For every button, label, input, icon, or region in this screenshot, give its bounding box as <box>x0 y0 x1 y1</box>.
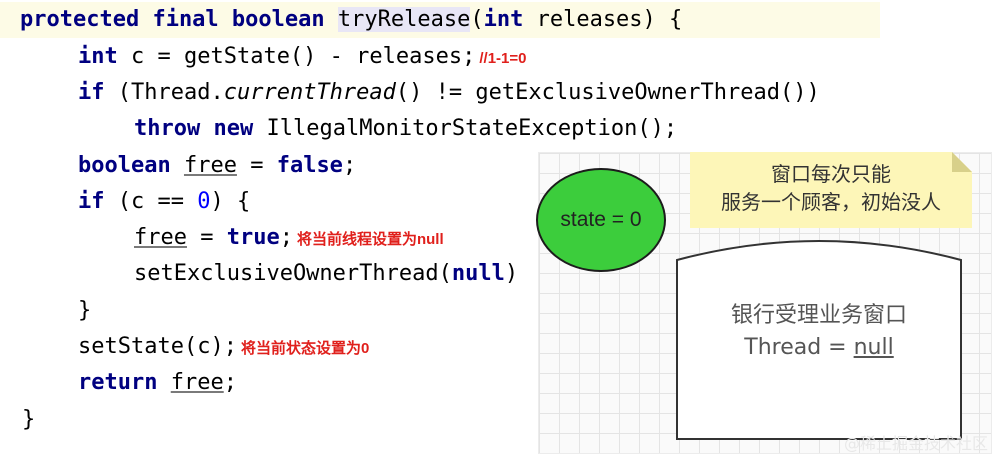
code-keyword: if <box>78 189 105 214</box>
code-keyword: int <box>483 7 524 32</box>
code-line-1: protected final boolean tryRelease(int r… <box>0 2 880 38</box>
code-keyword: if <box>78 80 105 105</box>
code-text: ) <box>504 261 519 286</box>
note-text: 窗口每次只能 服务一个顾客，初始没人 <box>690 160 972 216</box>
annotation-thread: 将当前线程设置为null <box>296 231 444 248</box>
window-text: 银行受理业务窗口 Thread = null <box>676 300 962 364</box>
code-line-10: setState(c);将当前状态设置为0 <box>78 329 369 365</box>
bank-window: 银行受理业务窗口 Thread = null <box>676 236 962 440</box>
code-keyword: int <box>78 44 118 69</box>
code-variable: free <box>170 370 224 395</box>
window-line-2: Thread = null <box>676 332 962 364</box>
code-keyword: return <box>78 370 158 395</box>
code-line-7: free = true;将当前线程设置为null <box>134 220 444 256</box>
code-line-4: throw new IllegalMonitorStateException()… <box>134 111 677 147</box>
code-line-5: boolean free = false; <box>78 148 356 184</box>
code-text: setExclusiveOwnerThread( <box>134 261 452 286</box>
code-keyword: throw <box>134 116 201 141</box>
method-name: tryRelease <box>337 7 471 32</box>
code-text: ) { <box>210 189 251 214</box>
code-line-9: } <box>78 293 91 329</box>
note-shape <box>690 152 972 228</box>
code-line-12: } <box>22 402 35 438</box>
code-italic: currentThread <box>223 80 396 105</box>
code-variable: free <box>183 153 237 178</box>
code-text: } <box>22 407 36 432</box>
annotation-calc: //1-1=0 <box>479 50 527 67</box>
code-keyword: boolean <box>78 153 171 178</box>
annotation-state: 将当前状态设置为0 <box>240 340 370 357</box>
code-text: releases) { <box>523 7 683 32</box>
code-text: (c == <box>104 189 198 214</box>
code-line-2: int c = getState() - releases;//1-1=0 <box>78 39 527 75</box>
note-line-2: 服务一个顾客，初始没人 <box>721 190 941 214</box>
code-text: ; <box>223 370 237 395</box>
code-text: } <box>78 298 92 323</box>
code-keyword: new <box>213 116 254 141</box>
code-keyword: false <box>276 153 343 178</box>
code-keyword: protected final boolean <box>20 7 325 32</box>
window-line-1: 银行受理业务窗口 <box>730 303 907 328</box>
code-line-3: if (Thread.currentThread() != getExclusi… <box>78 75 820 111</box>
code-line-11: return free; <box>78 365 237 401</box>
watermark: @稀土掘金技术社区 <box>843 434 988 453</box>
code-text: IllegalMonitorStateException(); <box>253 116 678 141</box>
code-variable: free <box>134 225 187 250</box>
code-line-8: setExclusiveOwnerThread(null) <box>134 256 518 292</box>
code-text: = <box>186 225 227 250</box>
code-text: ; <box>279 225 293 250</box>
code-text: ( <box>470 7 484 32</box>
code-text: = <box>236 153 277 178</box>
code-text: (Thread. <box>104 80 224 105</box>
state-label: state = 0 <box>560 208 642 231</box>
code-text: c = getState() - releases; <box>117 44 476 69</box>
code-text: ; <box>342 153 357 178</box>
code-keyword: null <box>451 261 505 286</box>
window-shape <box>676 240 962 440</box>
code-text: () != getExclusiveOwnerThread()) <box>395 80 820 105</box>
code-line-6: if (c == 0) { <box>78 184 250 220</box>
window-thread-value: null <box>853 335 894 360</box>
sticky-note: 窗口每次只能 服务一个顾客，初始没人 <box>690 152 972 228</box>
window-thread-label: Thread = <box>744 335 854 360</box>
state-circle: state = 0 <box>536 168 666 272</box>
code-text: setState(c); <box>78 334 237 359</box>
note-line-1: 窗口每次只能 <box>771 162 891 186</box>
code-number: 0 <box>197 189 211 214</box>
code-keyword: true <box>226 225 280 250</box>
